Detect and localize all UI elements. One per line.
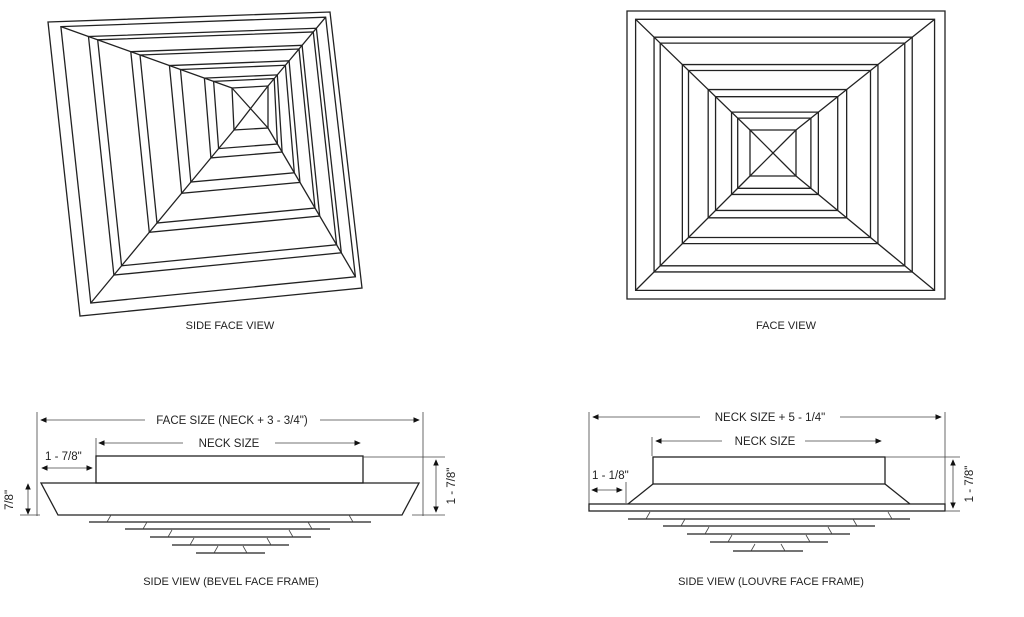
louvre-side-view-label: SIDE VIEW (LOUVRE FACE FRAME) xyxy=(678,576,864,588)
louvre-leg xyxy=(727,534,733,543)
corner-line xyxy=(90,129,235,304)
side-face-view-drawing xyxy=(47,11,363,317)
frame-ring xyxy=(659,42,906,267)
louvre-leg xyxy=(750,543,756,552)
offset-dim: 1 - 1/8" xyxy=(592,470,629,482)
face-size-dim: FACE SIZE (NECK + 3 - 3/4") xyxy=(156,415,308,427)
corner-line xyxy=(267,16,327,87)
face-view-label: FACE VIEW xyxy=(756,320,817,332)
frame-ring xyxy=(626,10,946,300)
total-height-dim: 1 - 7/8" xyxy=(964,466,976,503)
frame-ring xyxy=(634,18,936,292)
louvre-leg xyxy=(266,537,272,546)
louvre-leg xyxy=(780,543,786,552)
louvre-leg xyxy=(827,526,833,535)
louvre-leg xyxy=(887,511,893,520)
bevel-side-view-label: SIDE VIEW (BEVEL FACE FRAME) xyxy=(143,576,319,588)
frame-ring xyxy=(87,27,343,276)
corner-line xyxy=(635,18,751,131)
corner-line xyxy=(60,26,233,89)
center-diagonal xyxy=(749,129,797,177)
louvre-leg xyxy=(213,545,219,554)
bevel-side-view: FACE SIZE (NECK + 3 - 3/4") NECK SIZE 1 … xyxy=(4,412,458,588)
louvre-leg xyxy=(189,537,195,546)
center-diagonal xyxy=(231,87,269,129)
louvre-leg xyxy=(142,521,148,530)
louvre-leg xyxy=(167,529,173,538)
overall-size-dim: NECK SIZE + 5 - 1/4" xyxy=(715,412,826,424)
frame-ring xyxy=(47,11,363,317)
louvre-leg xyxy=(288,529,294,538)
offset-dim: 1 - 7/8" xyxy=(45,451,82,463)
louvre-leg xyxy=(106,514,112,523)
center-diagonal xyxy=(233,85,269,131)
louvre-leg xyxy=(242,545,248,554)
neck-size-dim: NECK SIZE xyxy=(199,438,260,450)
corner-line xyxy=(795,18,935,131)
total-height-dim: 1 - 7/8" xyxy=(446,468,458,505)
frame-ring xyxy=(681,63,879,245)
corner-line xyxy=(795,175,935,291)
corner-line xyxy=(635,175,751,291)
frame-ring xyxy=(653,36,913,273)
louvre-leg xyxy=(307,521,313,530)
louvre-leg xyxy=(852,518,858,527)
louvre-leg xyxy=(645,511,651,520)
side-face-view-label: SIDE FACE VIEW xyxy=(186,320,275,332)
neck-size-dim: NECK SIZE xyxy=(735,436,796,448)
frame-ring xyxy=(60,16,357,304)
frame-ring xyxy=(139,48,316,224)
louvre-leg xyxy=(680,518,686,527)
face-view-drawing xyxy=(626,10,946,300)
frame-height-dim: 7/8" xyxy=(4,490,16,510)
louvre-leg xyxy=(348,514,354,523)
louvre-leg xyxy=(805,534,811,543)
corner-line xyxy=(267,127,356,278)
louvre-side-view: NECK SIZE + 5 - 1/4" NECK SIZE 1 - 1/8" … xyxy=(588,412,976,588)
louvre-leg xyxy=(704,526,710,535)
